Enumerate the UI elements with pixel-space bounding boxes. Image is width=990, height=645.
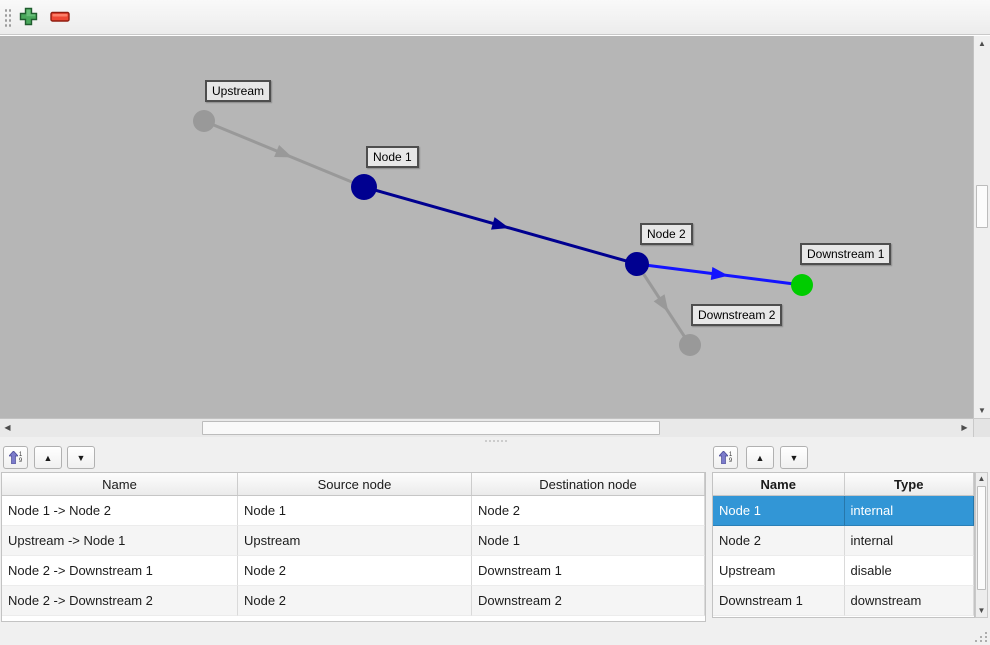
edge-arrow-icon	[491, 217, 510, 230]
column-header[interactable]: Source node	[238, 473, 472, 495]
node-label[interactable]: Upstream	[205, 80, 272, 102]
nodes-sort-button[interactable]: 1 9	[713, 446, 738, 469]
edges-move-up-button[interactable]: ▲	[34, 446, 62, 469]
table-cell[interactable]: Node 2	[713, 526, 845, 556]
canvas-vertical-scrollbar[interactable]: ▲ ▼	[973, 36, 990, 418]
scroll-up-icon[interactable]: ▲	[977, 474, 986, 483]
sort-digits: 1 9	[728, 451, 733, 464]
up-arrow-icon: ▲	[755, 452, 765, 463]
minus-icon	[50, 11, 70, 26]
nodes-move-up-button[interactable]: ▲	[746, 446, 774, 469]
scroll-right-icon[interactable]: ▶	[961, 423, 968, 432]
table-cell[interactable]: Upstream -> Node 1	[2, 526, 238, 556]
nodes-table-scrollbar[interactable]: ▲ ▼	[975, 472, 988, 618]
table-cell[interactable]: Downstream 1	[713, 586, 845, 616]
down-arrow-icon: ▼	[76, 452, 86, 463]
panel-splitter[interactable]	[0, 437, 990, 444]
splitter-handle-icon	[484, 440, 508, 442]
table-cell[interactable]: internal	[844, 526, 974, 556]
horizontal-scroll-thumb[interactable]	[202, 421, 660, 435]
sort-ascending-icon	[8, 451, 18, 464]
canvas-horizontal-scrollbar[interactable]: ◀ ▶	[0, 418, 973, 437]
graph-node[interactable]	[351, 174, 377, 200]
edge-arrow-icon	[653, 294, 669, 313]
table-cell[interactable]: Node 2	[238, 586, 472, 616]
table-cell[interactable]: Upstream	[713, 556, 845, 586]
graph-node[interactable]	[625, 252, 649, 276]
graph-node[interactable]	[791, 274, 813, 296]
table-cell[interactable]: Upstream	[238, 526, 472, 556]
up-arrow-icon: ▲	[43, 452, 53, 463]
scroll-down-icon[interactable]: ▼	[977, 606, 986, 615]
vertical-scroll-thumb[interactable]	[976, 185, 988, 228]
table-cell[interactable]: Node 2 -> Downstream 2	[2, 586, 238, 616]
scroll-down-icon[interactable]: ▼	[978, 406, 986, 415]
table-cell[interactable]: Downstream 1	[472, 556, 705, 586]
table-cell[interactable]: Node 1	[238, 496, 472, 526]
table-cell[interactable]: Node 1	[472, 526, 705, 556]
edge-arrow-icon	[710, 267, 729, 280]
node-label[interactable]: Node 2	[640, 223, 693, 245]
table-cell[interactable]: Node 2	[238, 556, 472, 586]
node-label[interactable]: Node 1	[366, 146, 419, 168]
column-header[interactable]: Destination node	[472, 473, 705, 495]
window-resize-grip[interactable]	[971, 626, 987, 642]
scroll-left-icon[interactable]: ◀	[4, 423, 11, 432]
edges-move-down-button[interactable]: ▼	[67, 446, 95, 469]
table-cell[interactable]: Node 1 -> Node 2	[2, 496, 238, 526]
down-arrow-icon: ▼	[789, 452, 799, 463]
vertical-scroll-thumb[interactable]	[977, 486, 986, 590]
column-header[interactable]: Name	[2, 473, 238, 495]
remove-node-button[interactable]	[49, 7, 71, 29]
table-cell[interactable]: Node 2	[472, 496, 705, 526]
plus-icon	[19, 7, 38, 29]
column-header[interactable]: Name	[713, 473, 845, 495]
sort-ascending-icon	[718, 451, 728, 464]
graph-node[interactable]	[193, 110, 215, 132]
table-cell[interactable]: internal	[844, 496, 974, 526]
table-cell[interactable]: downstream	[844, 586, 974, 616]
toolbar-drag-handle[interactable]	[4, 8, 12, 28]
table-cell[interactable]: Downstream 2	[472, 586, 705, 616]
sort-digits: 1 9	[18, 451, 23, 464]
toolbar	[0, 0, 990, 35]
node-label[interactable]: Downstream 1	[800, 243, 892, 265]
table-cell[interactable]: Node 2 -> Downstream 1	[2, 556, 238, 586]
scrollbar-corner	[973, 418, 990, 437]
add-node-button[interactable]	[17, 7, 39, 29]
column-header[interactable]: Type	[845, 473, 974, 495]
node-label[interactable]: Downstream 2	[691, 304, 783, 326]
nodes-move-down-button[interactable]: ▼	[780, 446, 808, 469]
table-cell[interactable]: Node 1	[713, 496, 845, 526]
graph-node[interactable]	[679, 334, 701, 356]
edge-arrow-icon	[274, 144, 293, 158]
scroll-up-icon[interactable]: ▲	[978, 39, 986, 48]
edges-sort-button[interactable]: 1 9	[3, 446, 28, 469]
table-cell[interactable]: disable	[844, 556, 974, 586]
